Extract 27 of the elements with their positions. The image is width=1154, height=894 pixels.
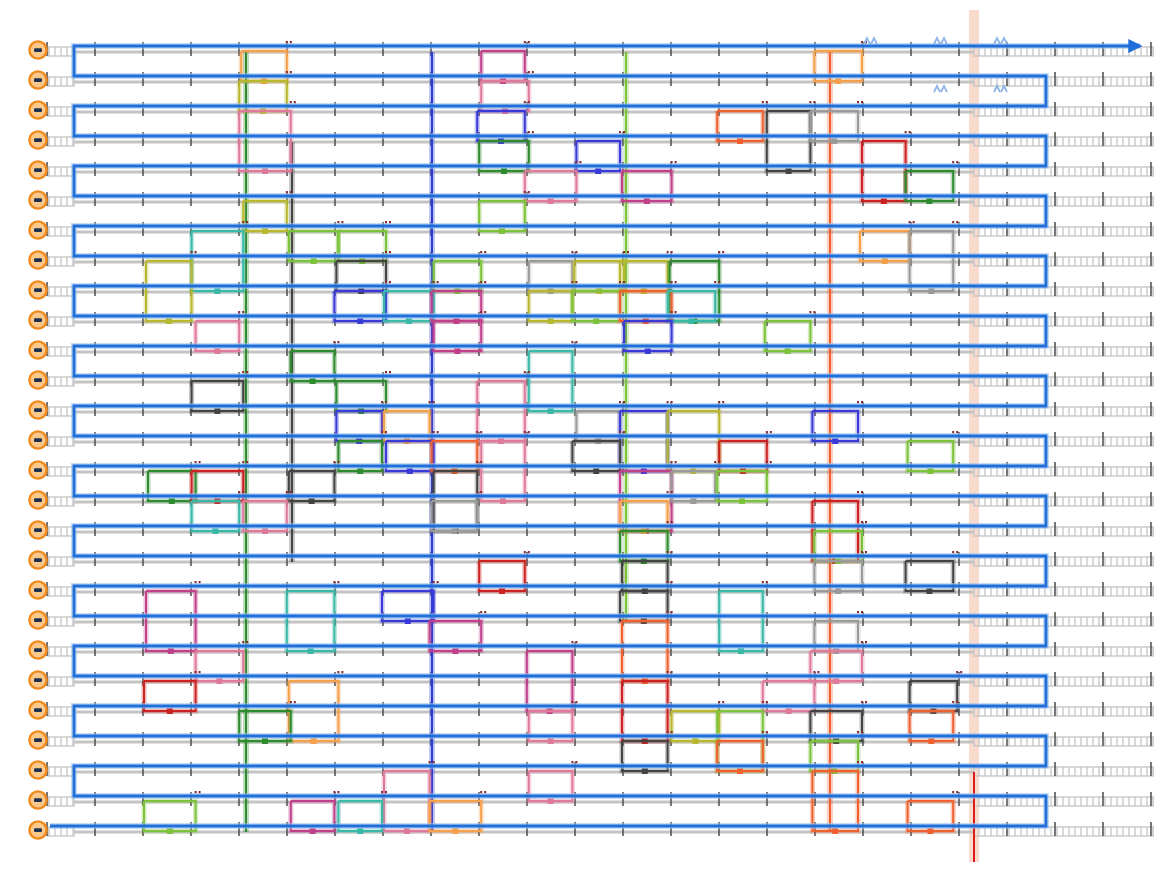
lane-marker-icon [28,700,48,720]
lane-marker-icon [28,130,48,150]
lane-marker-icon [28,70,48,90]
lane-marker-icon [28,250,48,270]
lane-marker-icon [28,400,48,420]
lane-marker-icon [28,640,48,660]
lane-marker-icon [28,280,48,300]
lane-marker-icon [28,220,48,240]
lane-marker-icon [28,190,48,210]
lane-marker-icon [28,790,48,810]
lane-marker-icon [28,760,48,780]
lane-marker-icon [28,670,48,690]
lane-marker-icon [28,490,48,510]
lane-marker-icon [28,460,48,480]
lane-marker-icon [28,40,48,60]
lane-marker-icon [28,370,48,390]
lane-marker-icon [28,310,48,330]
lane-marker-icon [28,820,48,840]
lane-marker-icon [28,520,48,540]
lane-marker-icon [28,610,48,630]
lane-marker-icon [28,730,48,750]
lane-marker-icon [28,340,48,360]
lane-marker-icon [28,580,48,600]
lane-marker-icon [28,160,48,180]
lane-marker-icon [28,100,48,120]
lane-marker-icon [28,430,48,450]
lane-marker-icon [28,550,48,570]
